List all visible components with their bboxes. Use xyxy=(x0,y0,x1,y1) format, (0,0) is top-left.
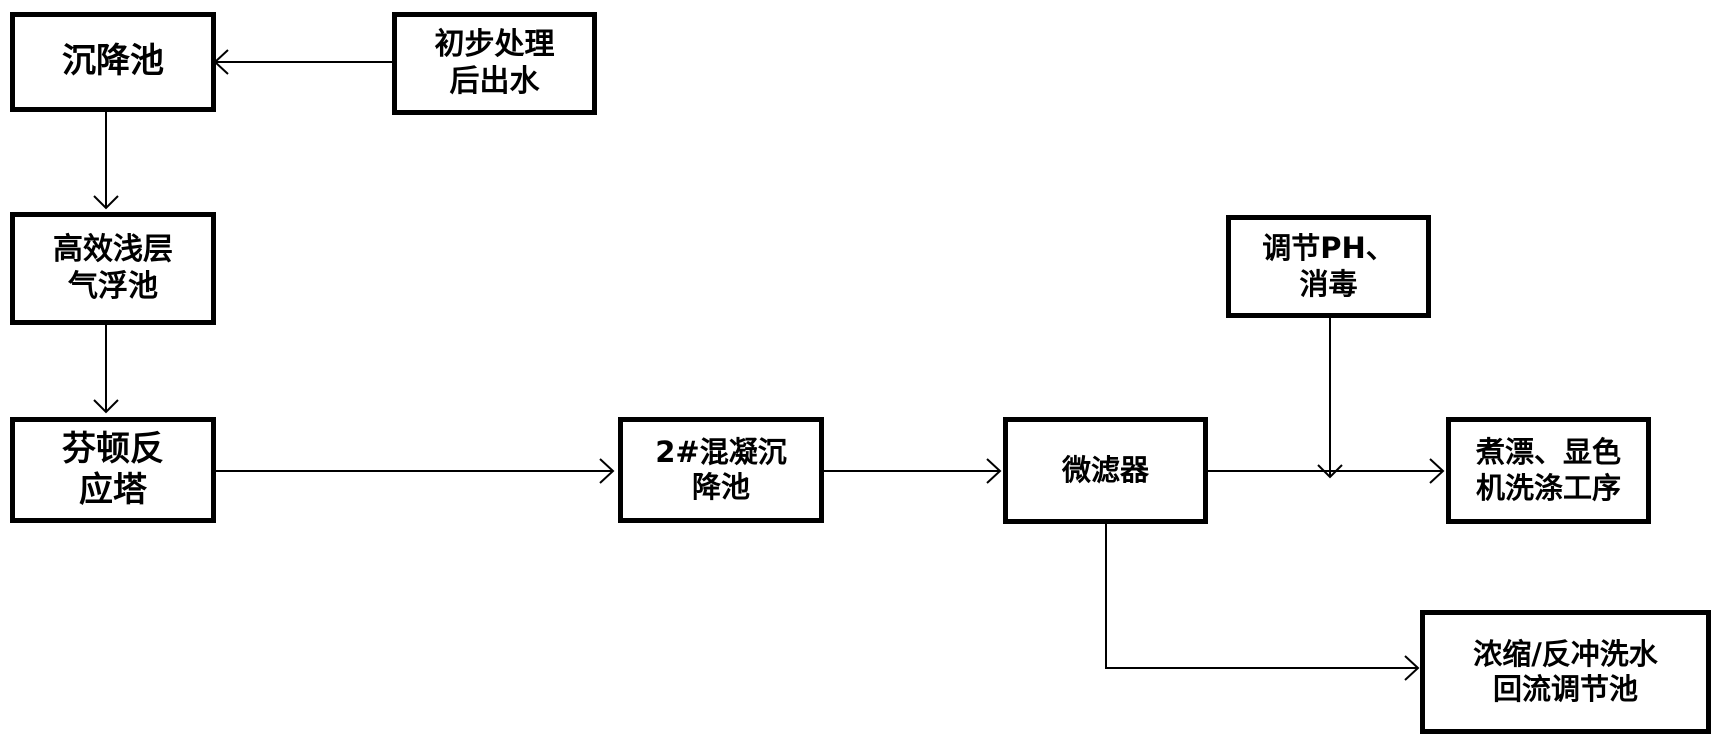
arrowhead-air-flotation-tank xyxy=(93,195,119,210)
node-air-flotation-tank-line-2: 气浮池 xyxy=(68,268,158,304)
node-dyeing-washing-line-1: 煮漂、显色 xyxy=(1475,435,1621,470)
node-fenton-tower-line-1: 芬顿反 xyxy=(62,428,164,469)
arrowhead-coagulation-tank xyxy=(599,458,615,484)
arrowhead-micro-filter xyxy=(986,458,1002,484)
arrowhead-dyeing-washing xyxy=(1429,458,1445,484)
arrowhead-ph-junction xyxy=(1317,464,1343,479)
edge-microfilter-to-backwash xyxy=(1105,524,1418,669)
node-dyeing-washing: 煮漂、显色 机洗涤工序 xyxy=(1446,417,1651,524)
node-pretreated-effluent-line-1: 初步处理 xyxy=(434,26,555,62)
node-air-flotation-tank: 高效浅层 气浮池 xyxy=(10,212,216,325)
node-air-flotation-tank-line-1: 高效浅层 xyxy=(53,231,173,267)
arrowhead-backwash-tank xyxy=(1404,655,1420,681)
node-ph-disinfection: 调节PH、 消毒 xyxy=(1226,215,1431,318)
node-fenton-tower: 芬顿反 应塔 xyxy=(10,417,216,523)
node-coagulation-tank: 2#混凝沉 降池 xyxy=(618,417,824,523)
node-sedimentation-tank: 沉降池 xyxy=(10,12,216,112)
node-sedimentation-tank-label: 沉降池 xyxy=(62,41,164,82)
node-ph-disinfection-line-1: 调节PH、 xyxy=(1262,231,1395,266)
node-pretreated-effluent: 初步处理 后出水 xyxy=(392,12,597,115)
node-pretreated-effluent-line-2: 后出水 xyxy=(449,63,540,99)
node-micro-filter-label: 微滤器 xyxy=(1061,452,1149,487)
node-ph-disinfection-line-2: 消毒 xyxy=(1299,266,1358,301)
node-coagulation-tank-line-2: 降池 xyxy=(691,470,750,504)
node-coagulation-tank-line-1: 2#混凝沉 xyxy=(655,434,787,469)
arrowhead-fenton-tower xyxy=(93,399,119,414)
node-backwash-tank-line-2: 回流调节池 xyxy=(1492,672,1638,706)
node-backwash-tank: 浓缩/反冲洗水 回流调节池 xyxy=(1420,610,1711,734)
node-backwash-tank-line-1: 浓缩/反冲洗水 xyxy=(1473,636,1658,671)
node-dyeing-washing-line-2: 机洗涤工序 xyxy=(1475,470,1621,505)
node-fenton-tower-line-2: 应塔 xyxy=(79,470,147,510)
node-micro-filter: 微滤器 xyxy=(1003,417,1208,524)
